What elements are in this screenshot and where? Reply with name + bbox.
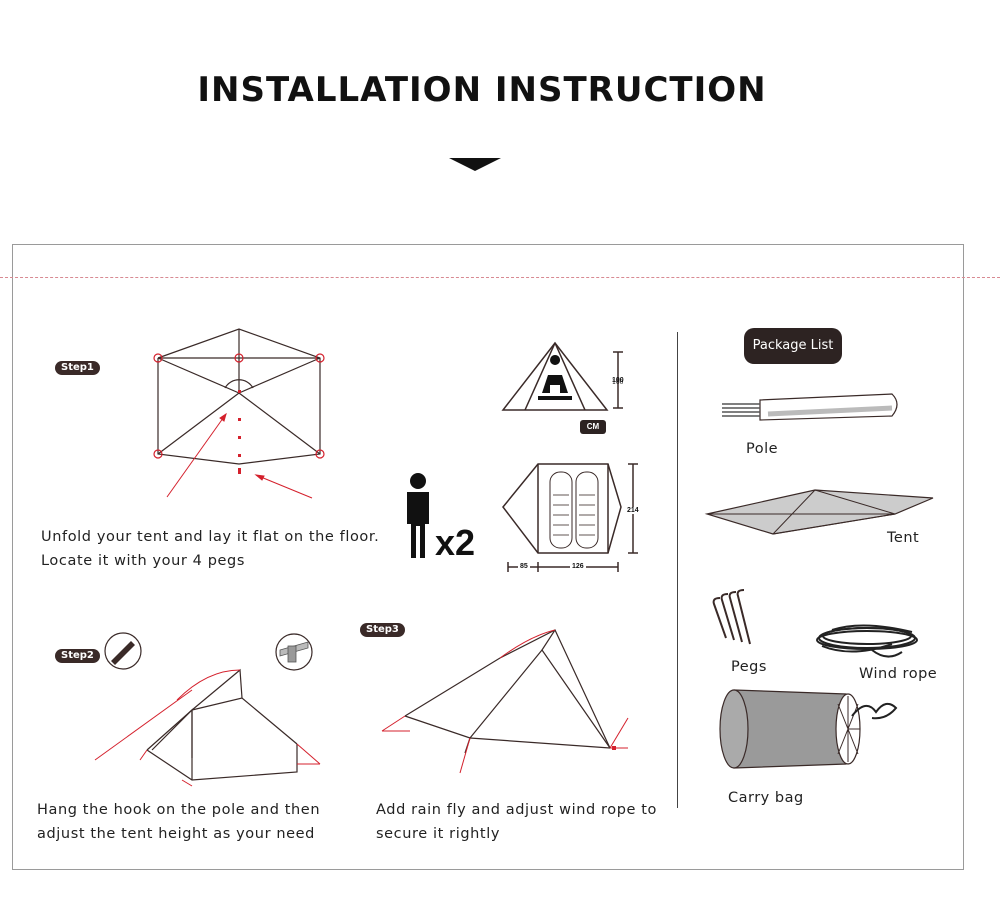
step1-badge: Step1	[55, 361, 100, 375]
width-dimension-a: 85	[518, 563, 530, 570]
pole-clip-detail-icon	[275, 633, 313, 671]
step3-line2: secure it rightly	[376, 826, 501, 842]
tent-top-dimension-diagram	[502, 463, 638, 572]
step3-description: Add rain fly and adjust wind rope to sec…	[376, 798, 657, 846]
package-item-tent: Tent	[887, 530, 920, 546]
pegs-icon	[712, 589, 751, 645]
step1-line2: Locate it with your 4 pegs	[41, 553, 245, 569]
tent-side-dimension-diagram: 100	[501, 341, 624, 434]
dashed-divider	[0, 277, 1000, 278]
step2-description: Hang the hook on the pole and then adjus…	[37, 798, 320, 846]
carry-bag-icon	[719, 689, 898, 769]
tent-package-icon	[704, 489, 934, 535]
step2-line1: Hang the hook on the pole and then	[37, 802, 321, 818]
section-divider	[677, 332, 678, 808]
step3-line1: Add rain fly and adjust wind rope to	[376, 802, 658, 818]
package-item-pegs: Pegs	[731, 659, 767, 675]
instruction-panel	[12, 244, 964, 870]
hook-detail-icon	[104, 632, 142, 670]
wind-rope-icon	[816, 624, 918, 658]
step2-badge: Step2	[55, 649, 100, 663]
package-item-pole: Pole	[746, 441, 779, 457]
capacity-label: x2	[435, 522, 476, 563]
length-dimension: 214	[627, 507, 639, 514]
down-arrow-icon	[449, 158, 501, 171]
step2-line2: adjust the tent height as your need	[37, 826, 315, 842]
step1-tent-flat-illustration	[153, 328, 325, 499]
package-item-carry-bag: Carry bag	[728, 790, 804, 806]
step3-rainfly-illustration	[381, 629, 629, 774]
unit-label: CM	[586, 422, 600, 431]
width-dimension-b: 126	[570, 563, 586, 570]
package-item-wind-rope: Wind rope	[859, 666, 938, 682]
page-title: INSTALLATION INSTRUCTION	[197, 70, 767, 110]
step2-tent-pitch-illustration	[94, 668, 321, 787]
step1-description: Unfold your tent and lay it flat on the …	[41, 525, 379, 573]
pole-icon	[722, 393, 898, 421]
person-icon	[407, 473, 429, 558]
step1-line1: Unfold your tent and lay it flat on the …	[41, 529, 380, 545]
svg-text:100: 100	[612, 379, 624, 386]
package-list-badge: Package List	[744, 328, 842, 364]
height-dimension: 100	[612, 377, 624, 384]
step3-badge: Step3	[360, 623, 405, 637]
